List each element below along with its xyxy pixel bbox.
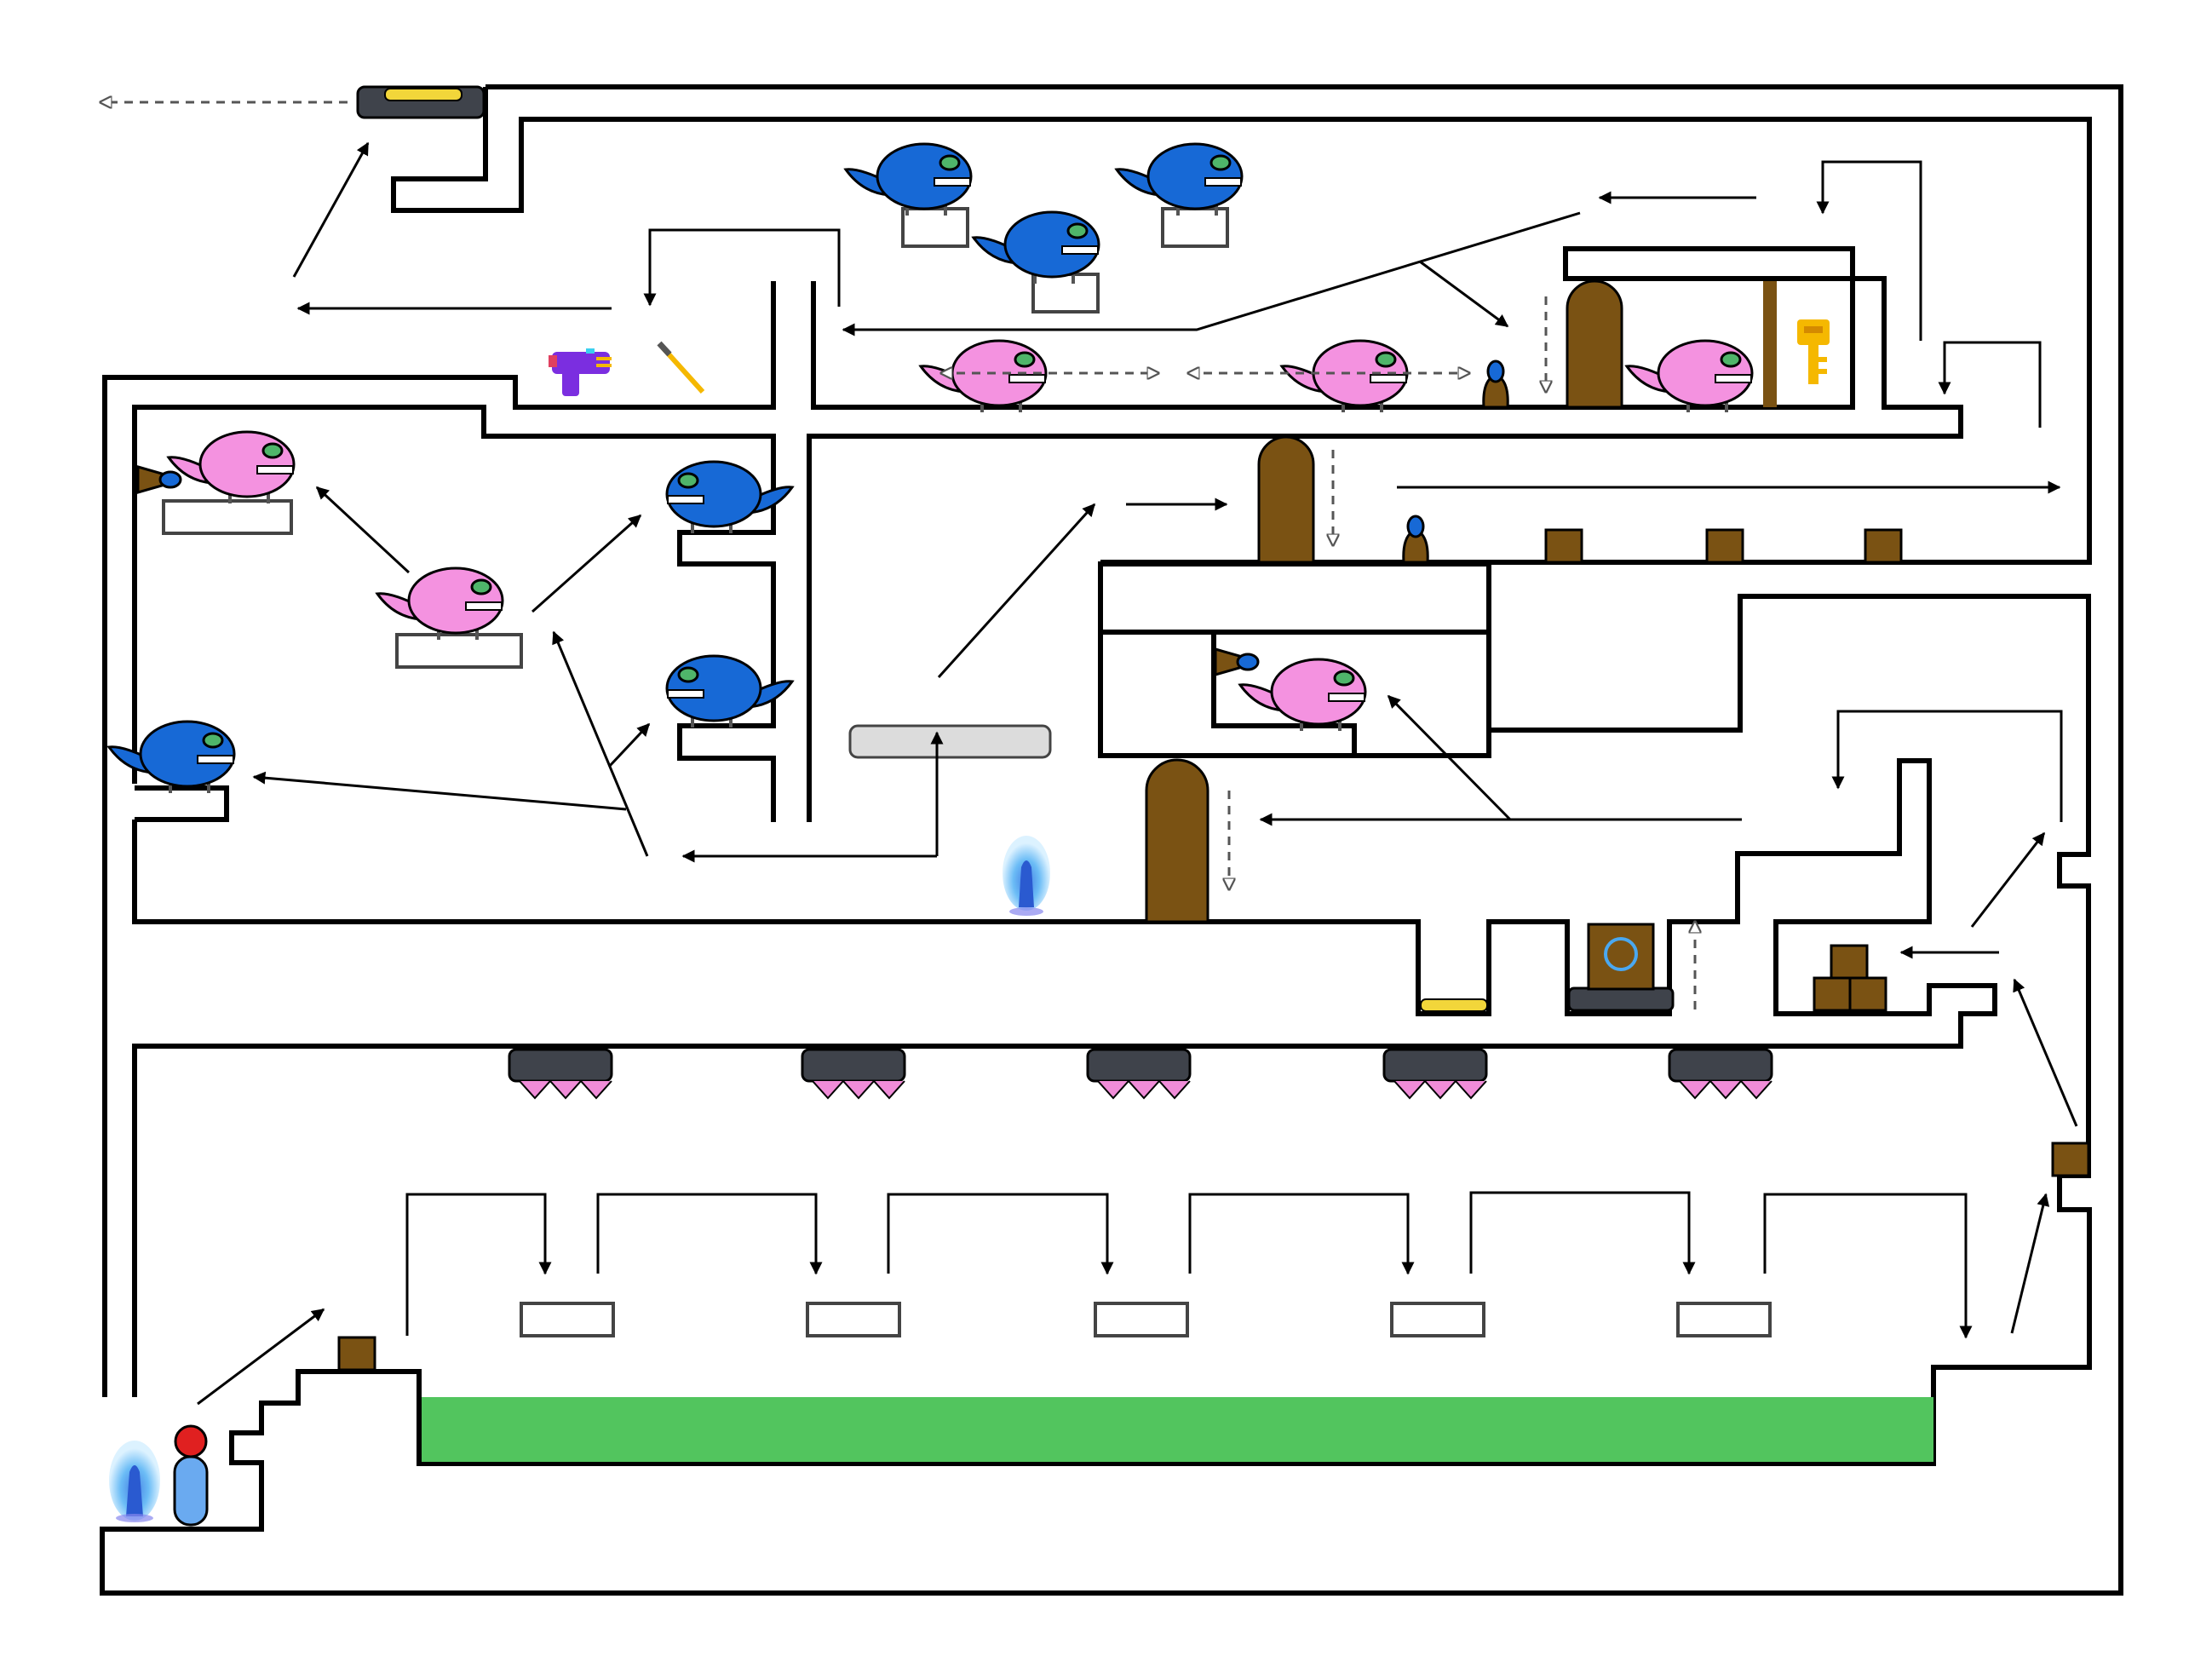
level-walls (100, 84, 2123, 1596)
mid-floor (132, 758, 1997, 1397)
crate[interactable] (1544, 528, 1583, 564)
key-icon[interactable] (1797, 319, 1830, 384)
crate[interactable] (1848, 976, 1887, 1012)
player-character[interactable] (173, 1424, 209, 1527)
blue-creature[interactable] (665, 654, 795, 728)
pink-creature[interactable] (918, 339, 1048, 412)
door[interactable] (1257, 435, 1315, 564)
path-arrow (643, 228, 841, 307)
blue-creature[interactable] (843, 142, 973, 216)
ray-gun-icon[interactable] (549, 348, 612, 396)
crate[interactable] (1705, 528, 1744, 564)
path-arrow (596, 1193, 823, 1275)
crates (337, 528, 2090, 1372)
wooden-pole (1763, 281, 1777, 407)
spike-trap (801, 1048, 906, 1100)
start-portal[interactable] (109, 1441, 160, 1522)
pink-creature[interactable] (166, 430, 296, 503)
left-outer-wall (102, 281, 776, 1397)
floating-platform[interactable] (1094, 1302, 1189, 1337)
pink-creature[interactable] (375, 567, 504, 640)
blue-creature[interactable] (971, 210, 1100, 284)
path-arrow (1763, 1193, 1973, 1339)
path-arrow (2013, 978, 2078, 1127)
door[interactable] (1566, 279, 1623, 409)
floating-platforms (162, 207, 1772, 1337)
spike-trap (508, 1048, 613, 1100)
crate[interactable] (1813, 976, 1852, 1012)
floating-platform[interactable] (1390, 1302, 1485, 1337)
crate[interactable] (337, 1336, 376, 1372)
pink-creature[interactable] (1238, 658, 1367, 731)
green-goo-pool (422, 1397, 1933, 1462)
path-arrow (197, 1308, 325, 1406)
path-arrow (531, 514, 642, 613)
crate[interactable] (2051, 1142, 2090, 1177)
pink-creature[interactable] (1279, 339, 1409, 412)
dashed-arrows (101, 102, 1695, 1009)
left-nook (135, 785, 229, 822)
blue-creature[interactable] (106, 720, 236, 793)
path-arrow (887, 1193, 1114, 1275)
mid-portal[interactable] (1003, 836, 1050, 916)
path-arrow (252, 771, 627, 811)
spyglass-icon[interactable] (136, 465, 182, 494)
wand-icon[interactable] (657, 341, 705, 394)
doors (1145, 279, 1623, 923)
floating-platform[interactable] (806, 1302, 901, 1337)
spyglass-icon[interactable] (1214, 647, 1260, 676)
path-arrow (552, 630, 649, 857)
path-arrow (1816, 160, 1922, 341)
path-arrow (1469, 1191, 1696, 1275)
path-arrow (1188, 1193, 1415, 1275)
path-arrow (607, 722, 651, 768)
path-arrows (197, 141, 2078, 1406)
path-arrow (1419, 260, 1509, 328)
floating-platform[interactable] (162, 499, 293, 535)
spike-traps (508, 1048, 1773, 1100)
moving-gray-platform[interactable] (848, 724, 1052, 759)
floating-platform[interactable] (1676, 1302, 1772, 1337)
crate[interactable] (1830, 944, 1869, 980)
path-arrow (1938, 341, 2042, 428)
path-arrow (1970, 831, 2046, 928)
top-left-ledge (391, 87, 2092, 565)
path-arrow (2010, 1193, 2050, 1334)
bomb-icon[interactable] (1402, 515, 1429, 564)
path-arrow (405, 1193, 552, 1336)
yellow-pressure-plate[interactable] (1420, 998, 1488, 1012)
path-arrow (937, 503, 1096, 679)
spike-trap (1382, 1048, 1488, 1100)
floating-platform[interactable] (520, 1302, 615, 1337)
spike-trap (1668, 1048, 1773, 1100)
path-arrow (315, 486, 411, 574)
left-room-wall (132, 405, 776, 822)
teleporter-machine[interactable] (1567, 923, 1675, 1012)
path-arrow (1387, 694, 1512, 821)
outer-wall (100, 84, 2123, 1596)
spike-trap (1086, 1048, 1192, 1100)
floating-platform[interactable] (901, 207, 969, 248)
pink-creature[interactable] (1624, 339, 1754, 412)
path-arrow (842, 211, 1581, 336)
door[interactable] (1145, 758, 1209, 923)
path-arrow (292, 141, 370, 278)
right-box (1098, 564, 1357, 758)
floating-platform[interactable] (395, 633, 523, 669)
blue-creature[interactable] (1114, 142, 1244, 216)
exit-pad[interactable] (356, 85, 485, 119)
floating-platform[interactable] (1031, 273, 1100, 313)
crate[interactable] (1864, 528, 1903, 564)
upper-corridor-floor (807, 246, 1963, 822)
bomb-icon[interactable] (1482, 359, 1509, 409)
blue-creature[interactable] (665, 460, 795, 533)
path-arrow (1831, 710, 2063, 822)
